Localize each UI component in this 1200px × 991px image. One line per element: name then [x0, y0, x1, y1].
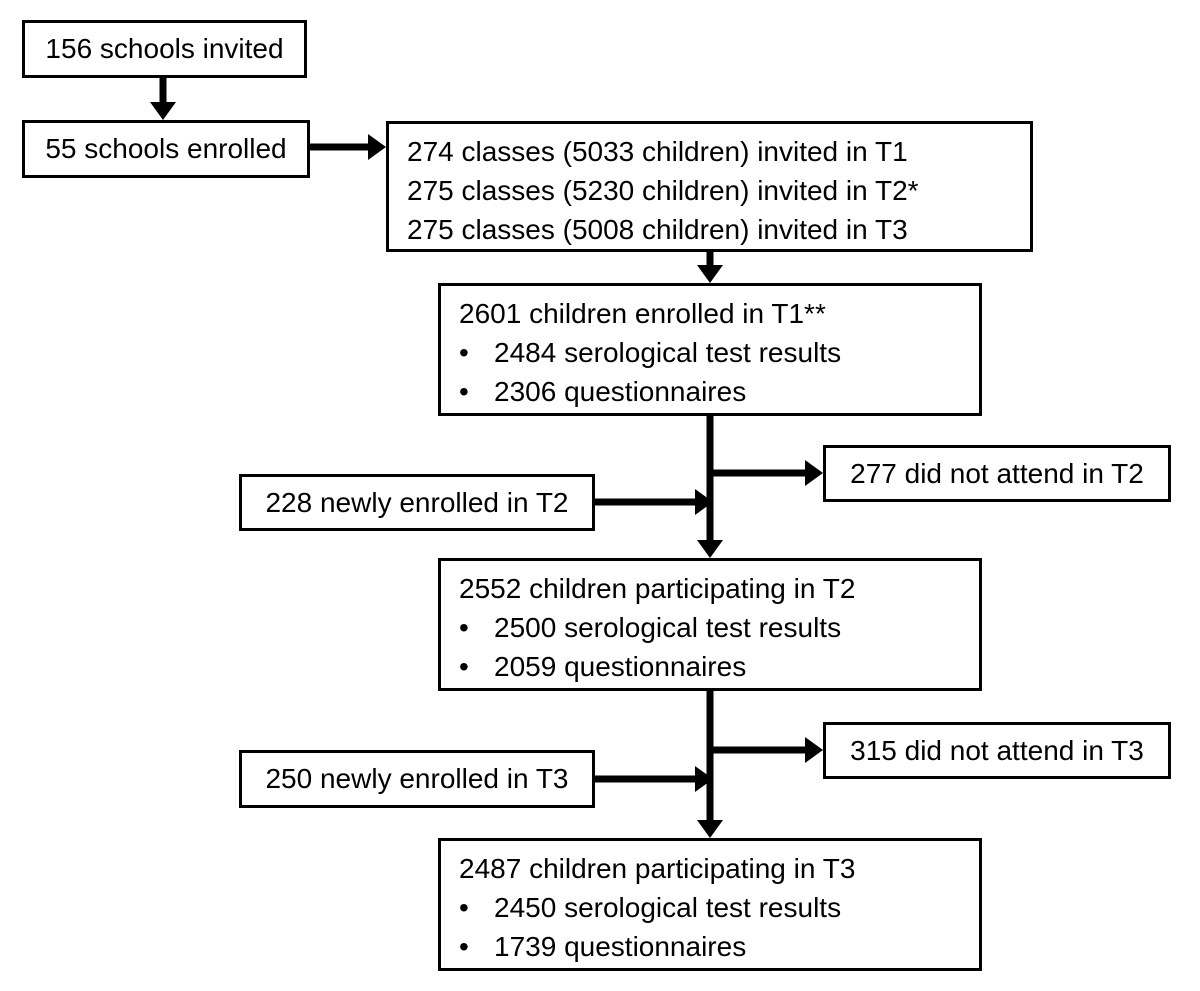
arrow-t2-to-t3: [697, 691, 723, 838]
bullet-icon: •: [459, 376, 469, 407]
bullet-item: • 2306 questionnaires: [456, 372, 969, 411]
bullet-icon: •: [459, 892, 469, 923]
arrow-newly-t3-to-line: [594, 766, 713, 792]
line-invited-t1: 274 classes (5033 children) invited in T…: [407, 136, 908, 167]
box-did-not-attend-t3: 315 did not attend in T3: [823, 722, 1171, 779]
bullet-text: 2500 serological test results: [494, 612, 842, 643]
box-newly-enrolled-t3: 250 newly enrolled in T3: [239, 750, 595, 808]
arrow-invited-to-enrolled: [150, 77, 176, 120]
bullet-text: 1739 questionnaires: [494, 931, 747, 962]
bullet-item: • 2500 serological test results: [456, 608, 969, 647]
box-schools-enrolled: 55 schools enrolled: [22, 120, 310, 178]
bullet-text: 2306 questionnaires: [494, 376, 747, 407]
bullet-text: 2450 serological test results: [494, 892, 842, 923]
arrow-t1-to-t2: [697, 416, 723, 558]
bullet-item: • 2450 serological test results: [456, 888, 969, 927]
box-label: 250 newly enrolled in T3: [265, 763, 569, 794]
box-title: 2552 children participating in T2: [459, 573, 856, 604]
box-schools-invited: 156 schools invited: [22, 20, 307, 78]
arrow-branch-noattend-t3: [710, 737, 823, 763]
bullet-text: 2484 serological test results: [494, 337, 842, 368]
line-invited-t3: 275 classes (5008 children) invited in T…: [407, 214, 908, 245]
box-participating-t2: 2552 children participating in T2 • 2500…: [438, 558, 982, 691]
arrow-branch-noattend-t2: [710, 460, 823, 486]
box-did-not-attend-t2: 277 did not attend in T2: [823, 445, 1171, 502]
line-invited-t2: 275 classes (5230 children) invited in T…: [407, 175, 919, 206]
box-title: 2601 children enrolled in T1**: [459, 298, 826, 329]
box-enrolled-t1: 2601 children enrolled in T1** • 2484 se…: [438, 283, 982, 416]
box-title: 2487 children participating in T3: [459, 853, 856, 884]
bullet-text: 2059 questionnaires: [494, 651, 747, 682]
box-label: 228 newly enrolled in T2: [265, 486, 569, 518]
box-label: 277 did not attend in T2: [850, 457, 1144, 489]
box-label: 315 did not attend in T3: [850, 734, 1144, 766]
box-label: 55 schools enrolled: [45, 133, 287, 164]
bullet-icon: •: [459, 931, 469, 962]
box-classes-invited: 274 classes (5033 children) invited in T…: [386, 121, 1033, 252]
bullet-item: • 2484 serological test results: [456, 333, 969, 372]
bullet-item: • 2059 questionnaires: [456, 647, 969, 686]
bullet-icon: •: [459, 651, 469, 682]
arrow-enrolled-to-classes: [310, 134, 386, 160]
box-participating-t3: 2487 children participating in T3 • 2450…: [438, 838, 982, 971]
bullet-item: • 1739 questionnaires: [456, 927, 969, 966]
arrow-classes-to-t1: [697, 252, 723, 283]
bullet-icon: •: [459, 612, 469, 643]
arrow-newly-t2-to-line: [594, 489, 713, 515]
box-newly-enrolled-t2: 228 newly enrolled in T2: [239, 474, 595, 531]
bullet-icon: •: [459, 337, 469, 368]
box-label: 156 schools invited: [45, 33, 284, 64]
